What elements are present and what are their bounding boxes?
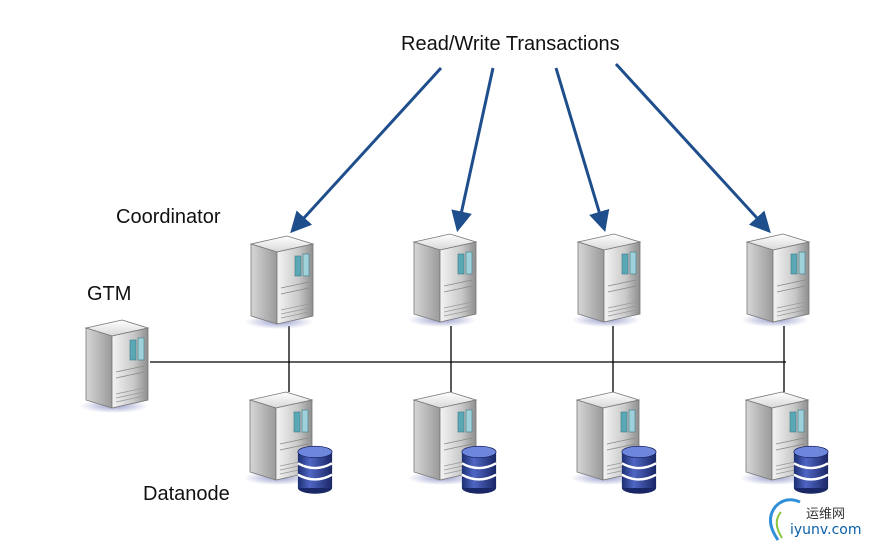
database-icon bbox=[296, 444, 334, 494]
coordinator-server-2 bbox=[407, 233, 477, 328]
arrow-to-coordinator-4 bbox=[614, 62, 771, 234]
arrow-to-coordinator-1 bbox=[290, 66, 443, 234]
datanode-label: Datanode bbox=[143, 483, 230, 505]
database-icon bbox=[792, 444, 830, 494]
gtm-label: GTM bbox=[87, 283, 132, 305]
coordinator-label: Coordinator bbox=[116, 206, 221, 228]
coordinator-server-4 bbox=[740, 233, 810, 328]
database-icon bbox=[460, 444, 498, 494]
watermark-logo-icon bbox=[769, 498, 801, 541]
arrow-to-coordinator-3 bbox=[554, 67, 610, 233]
connection-lines bbox=[150, 326, 786, 392]
coordinator-server-3 bbox=[571, 233, 641, 328]
transactions-label: Read/Write Transactions bbox=[401, 33, 620, 55]
watermark-site: iyunv.com bbox=[790, 522, 862, 538]
database-icon bbox=[620, 444, 658, 494]
gtm-server bbox=[79, 319, 149, 414]
watermark-text: 运维网 bbox=[806, 507, 846, 522]
arrow-to-coordinator-2 bbox=[451, 67, 495, 233]
coordinator-server-1 bbox=[244, 235, 314, 330]
transaction-arrows bbox=[290, 62, 771, 234]
